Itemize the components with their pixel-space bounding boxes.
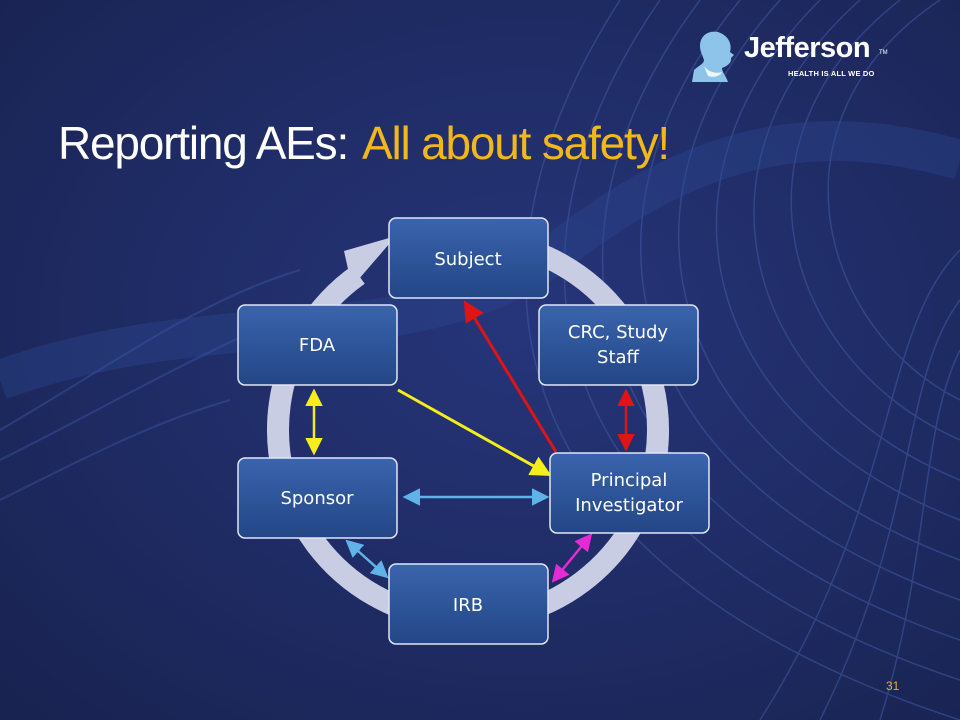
node-crc-label-line1: CRC, Study xyxy=(568,322,669,343)
node-crc-study-staff: CRC, Study Staff xyxy=(538,304,699,386)
arrow-pi-irb xyxy=(551,533,593,583)
arrow-fda-to-pi xyxy=(397,388,552,477)
node-principal-investigator: Principal Investigator xyxy=(549,452,710,534)
arrow-pi-to-subject xyxy=(463,300,558,453)
title-main: Reporting AEs: xyxy=(58,117,349,169)
node-irb: IRB xyxy=(388,563,549,645)
page-number: 31 xyxy=(886,679,900,693)
node-sponsor-label: Sponsor xyxy=(280,488,354,509)
node-crc-label-line2: Staff xyxy=(597,347,640,368)
logo-wordmark: Jefferson xyxy=(744,32,871,64)
node-irb-label: IRB xyxy=(453,595,483,616)
node-sponsor: Sponsor xyxy=(237,457,398,539)
node-pi-label-line1: Principal xyxy=(591,470,668,491)
jefferson-logo: Jefferson TM HEALTH IS ALL WE DO xyxy=(688,26,918,86)
node-fda: FDA xyxy=(237,304,398,386)
logo-trademark: TM xyxy=(879,50,888,56)
cycle-arrowhead xyxy=(344,236,396,287)
arrow-sponsor-irb xyxy=(345,539,389,579)
node-fda-label: FDA xyxy=(299,335,336,356)
logo-tagline: HEALTH IS ALL WE DO xyxy=(788,69,875,78)
jefferson-head-icon xyxy=(692,31,734,82)
slide-title: Reporting AEs:All about safety! xyxy=(58,116,670,170)
node-subject: Subject xyxy=(388,217,549,299)
node-subject-label: Subject xyxy=(434,249,501,270)
node-pi-label-line2: Investigator xyxy=(575,495,683,516)
title-accent: All about safety! xyxy=(362,117,670,169)
